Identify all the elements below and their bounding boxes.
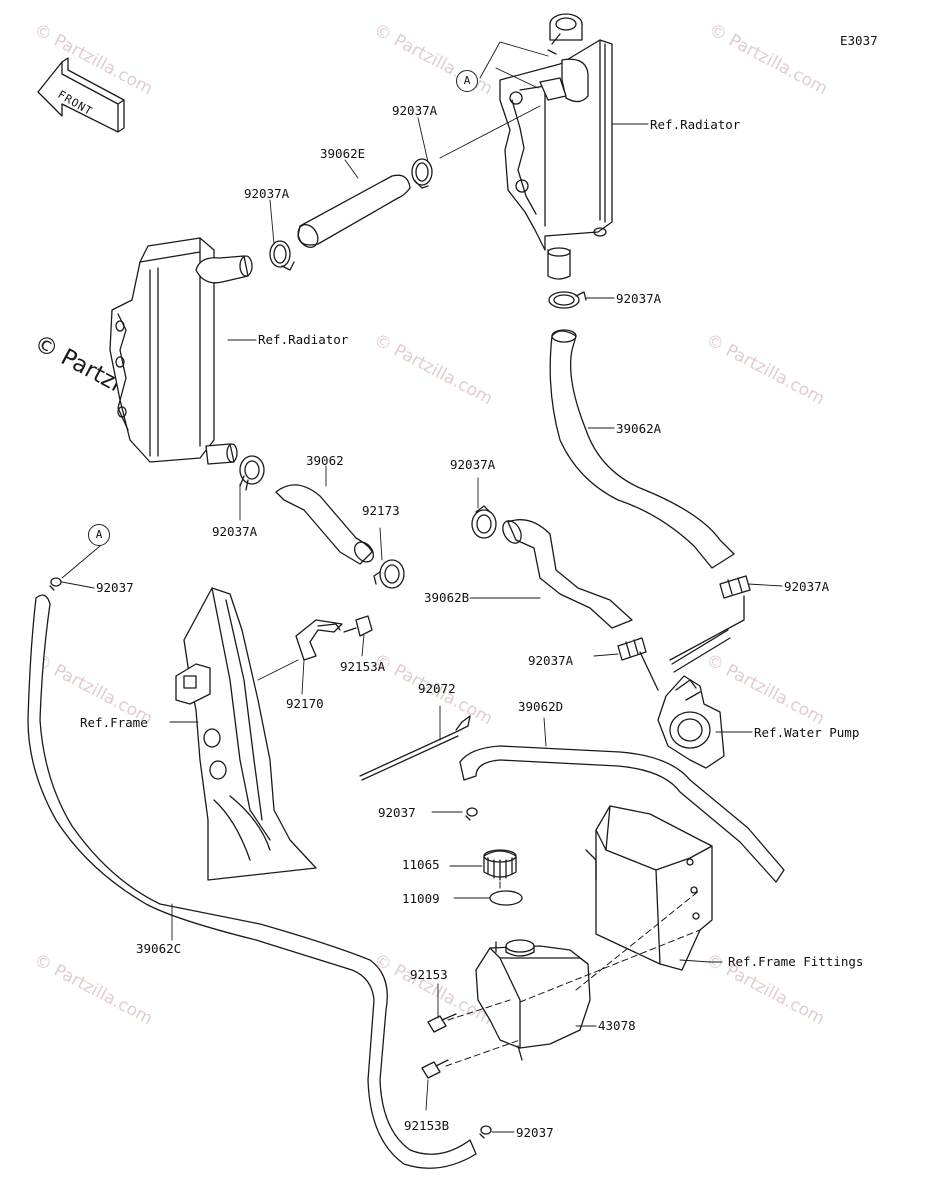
part-label: 39062A bbox=[616, 421, 662, 436]
hose-39062 bbox=[275, 484, 375, 565]
bolt-icon bbox=[427, 1013, 457, 1033]
ref-label: Ref.Water Pump bbox=[754, 725, 860, 740]
assembly-lines bbox=[445, 881, 701, 1067]
bolt-icon bbox=[343, 615, 373, 637]
part-label: 92037A bbox=[212, 524, 258, 539]
part-label: 92037A bbox=[244, 186, 290, 201]
hose-39062D bbox=[459, 745, 785, 883]
hose-39062E bbox=[297, 174, 411, 248]
clamp-icon bbox=[373, 559, 405, 589]
water-pump bbox=[639, 595, 745, 769]
gasket-11009 bbox=[489, 890, 523, 906]
bracket-92170 bbox=[295, 619, 343, 661]
part-label: 92173 bbox=[362, 503, 400, 518]
part-label: 39062B bbox=[424, 590, 470, 605]
leader-lines bbox=[61, 41, 783, 1133]
frame-fittings bbox=[585, 805, 713, 971]
reservoir-cap bbox=[483, 849, 517, 881]
part-label: 92037A bbox=[392, 103, 438, 118]
part-label: 11009 bbox=[402, 891, 440, 906]
ref-label: Ref.Radiator bbox=[258, 332, 349, 347]
part-label: 92037A bbox=[528, 653, 574, 668]
part-label: 92037 bbox=[96, 580, 134, 595]
part-label: 39062 bbox=[306, 453, 344, 468]
hose-39062A bbox=[549, 329, 735, 569]
hose-39062B bbox=[502, 519, 633, 629]
radiator-left bbox=[109, 237, 253, 465]
callout-a-top: A bbox=[456, 70, 478, 92]
clamp-small-icon bbox=[465, 807, 478, 821]
part-label: 11065 bbox=[402, 857, 440, 872]
clamp-icon bbox=[617, 637, 647, 661]
tie-band-92072 bbox=[359, 715, 471, 781]
front-arrow-icon bbox=[37, 57, 125, 133]
clamp-small-icon bbox=[49, 577, 62, 591]
frame bbox=[175, 587, 317, 881]
part-label: 92037A bbox=[616, 291, 662, 306]
part-label: 92037A bbox=[450, 457, 496, 472]
clamp-icon bbox=[719, 575, 751, 599]
part-label: 92037 bbox=[516, 1125, 554, 1140]
part-label: 92153 bbox=[410, 967, 448, 982]
bolt-icon bbox=[421, 1059, 449, 1079]
part-label: 39062C bbox=[136, 941, 182, 956]
reservoir-tank bbox=[475, 939, 591, 1061]
ref-label: Ref.Frame bbox=[80, 715, 148, 730]
part-label: 92072 bbox=[418, 681, 456, 696]
part-label: 92037 bbox=[378, 805, 416, 820]
callout-a-left: A bbox=[88, 524, 110, 546]
ref-label: Ref.Frame Fittings bbox=[728, 954, 864, 969]
clamp-small-icon bbox=[479, 1125, 492, 1139]
radiator-right bbox=[499, 13, 613, 280]
clamp-icon bbox=[411, 158, 433, 189]
part-label: 92037A bbox=[784, 579, 830, 594]
part-label: 39062D bbox=[518, 699, 564, 714]
clamp-icon bbox=[239, 455, 265, 491]
clamp-icon bbox=[269, 240, 295, 271]
part-label: 92170 bbox=[286, 696, 324, 711]
ref-label: Ref.Radiator bbox=[650, 117, 741, 132]
diagram-code: E3037 bbox=[840, 33, 878, 48]
clamp-icon bbox=[548, 291, 587, 309]
part-label: 43078 bbox=[598, 1018, 636, 1033]
part-label: 92153A bbox=[340, 659, 386, 674]
part-label: 92153B bbox=[404, 1118, 450, 1133]
hose-39062C bbox=[27, 594, 477, 1169]
part-label: 39062E bbox=[320, 146, 366, 161]
clamp-icon bbox=[471, 505, 497, 539]
